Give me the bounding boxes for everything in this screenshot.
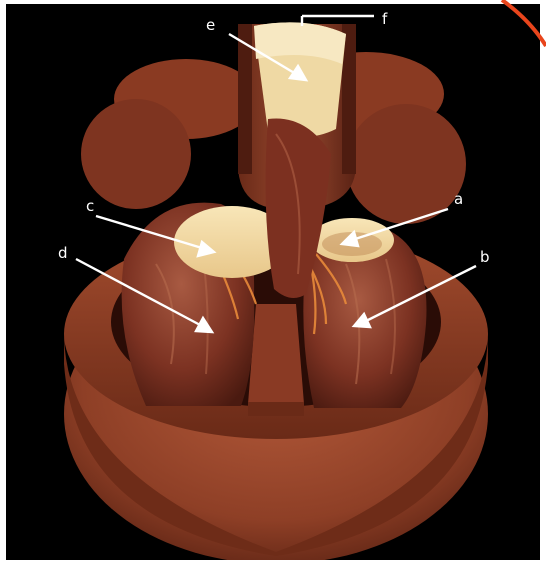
heart-illustration: e f c a d b bbox=[6, 4, 540, 560]
heart-svg: e f c a d b bbox=[6, 4, 540, 560]
label-b: b bbox=[480, 248, 490, 266]
label-e: e bbox=[206, 16, 215, 34]
label-d: d bbox=[58, 244, 68, 262]
label-a: a bbox=[454, 190, 463, 208]
corner-mark bbox=[500, 0, 546, 48]
label-c: c bbox=[86, 197, 94, 215]
label-f: f bbox=[382, 10, 388, 28]
